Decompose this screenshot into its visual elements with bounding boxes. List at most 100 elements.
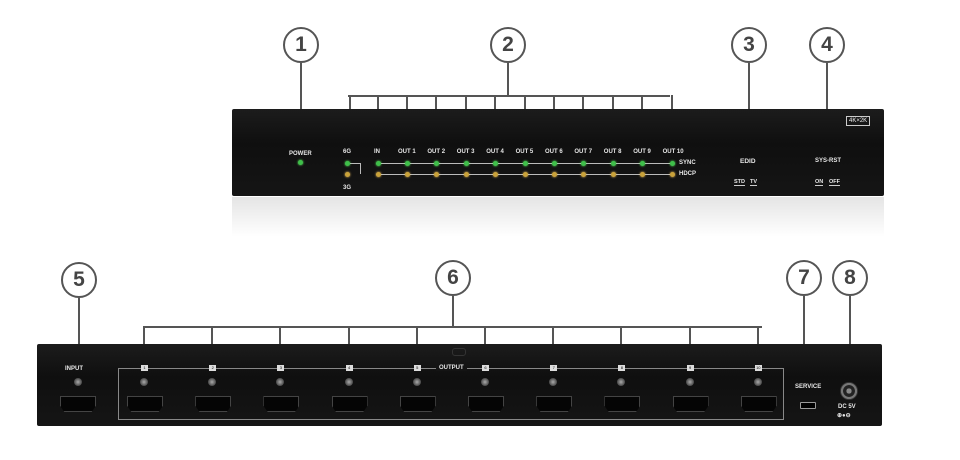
out-label-10: OUT 10 [662,149,684,155]
output-hdmi-port-10[interactable] [740,396,777,412]
3g-6g-bracket [350,163,360,164]
output-number-3: 3 [277,365,285,371]
output-number-5: 5 [413,365,421,371]
sync-label: SYNC [679,160,696,166]
out-label-3: OUT 3 [456,149,475,155]
in-hdcp-led [376,172,381,177]
output-number-1: 1 [141,365,148,371]
input-screw [74,378,82,386]
out7-sync-led [581,161,587,166]
out-label-2: OUT 2 [427,149,446,155]
edid-std-switch[interactable]: STD [734,179,745,186]
out3-hdcp-led [463,172,469,177]
sysrst-label: SYS-RST [815,158,842,164]
leader-2-tick [670,95,673,109]
output-hdmi-port-2[interactable] [195,396,232,412]
out2-hdcp-led [434,172,440,177]
leader-2-tick [611,95,614,109]
out1-hdcp-led [405,172,410,177]
out-label-4: OUT 4 [486,149,504,155]
output-screw-6 [481,378,489,386]
leader-2-stem [507,63,509,95]
output-hdmi-port-7[interactable] [536,396,573,412]
output-screw-5 [412,378,421,386]
dc-label: DC 5V [838,404,856,410]
output-screw-9 [685,378,694,386]
rear-panel [37,344,882,426]
input-hdmi-port[interactable] [60,396,96,412]
out7-hdcp-led [581,172,587,177]
output-number-7: 7 [550,365,558,371]
in-label: IN [374,149,380,155]
out-label-1: OUT 1 [398,149,416,155]
service-label: SERVICE [795,384,822,390]
output-label: OUTPUT [436,365,467,371]
output-screw-3 [276,378,285,386]
out10-sync-led [669,161,675,166]
6g-label: 6G [343,149,352,155]
leader-6-bar [144,326,762,328]
service-usb-port[interactable] [800,402,816,409]
callout-1: 1 [283,27,319,63]
output-hdmi-port-5[interactable] [399,396,436,412]
leader-2-tick [641,95,644,109]
callout-8: 8 [832,260,868,296]
output-screw-4 [344,378,353,386]
leader-2-bar [348,95,670,97]
input-label: INPUT [65,366,83,372]
vent [452,348,466,356]
callout-6: 6 [435,260,471,296]
leader-3 [748,63,750,133]
out5-hdcp-led [522,172,528,177]
out6-sync-led [552,161,557,166]
output-screw-10 [753,378,762,386]
leader-2-tick [464,95,467,109]
out10-hdcp-led [669,172,675,177]
sysrst-on-switch[interactable]: ON [815,179,824,186]
leader-4 [826,63,828,133]
output-hdmi-port-4[interactable] [331,396,368,412]
edid-tv-switch[interactable]: TV [750,179,758,186]
out4-sync-led [493,161,499,166]
6g-led [345,161,350,166]
out8-hdcp-led [610,172,616,177]
front-panel-reflection [232,197,884,237]
in-sync-led [376,161,381,166]
output-number-8: 8 [618,365,626,371]
leader-2-tick [523,95,526,109]
3g-6g-bracket-v [360,163,361,174]
output-hdmi-port-9[interactable] [672,396,709,412]
out-label-6: OUT 6 [545,149,563,155]
leader-2-tick [406,95,408,109]
output-screw-7 [549,378,558,386]
leader-2-tick [349,95,351,109]
callout-2: 2 [490,27,526,63]
out4-hdcp-led [493,172,499,177]
output-number-6: 6 [482,365,489,371]
leader-1 [300,63,302,143]
output-group-frame [118,368,784,420]
power-label: POWER [289,151,312,157]
leader-2-tick [582,95,585,109]
leader-5 [78,298,80,346]
front-panel [232,109,884,196]
out2-sync-led [434,161,440,166]
output-hdmi-port-6[interactable] [468,396,504,412]
output-hdmi-port-8[interactable] [604,396,641,412]
sysrst-off-switch[interactable]: OFF [829,179,840,186]
power-led [298,160,303,165]
3g-led [345,172,350,177]
out8-sync-led [610,161,616,166]
leader-7 [803,296,805,346]
out5-sync-led [522,161,528,166]
callout-3: 3 [731,27,767,63]
output-hdmi-port-1[interactable] [127,396,163,412]
leader-2-tick [553,95,555,109]
dc-power-jack[interactable] [840,382,858,400]
output-hdmi-port-3[interactable] [263,396,300,412]
leader-8 [849,296,851,346]
callout-7: 7 [786,260,822,296]
out6-hdcp-led [552,172,557,177]
hdcp-label: HDCP [679,171,697,177]
output-number-2: 2 [209,365,217,371]
